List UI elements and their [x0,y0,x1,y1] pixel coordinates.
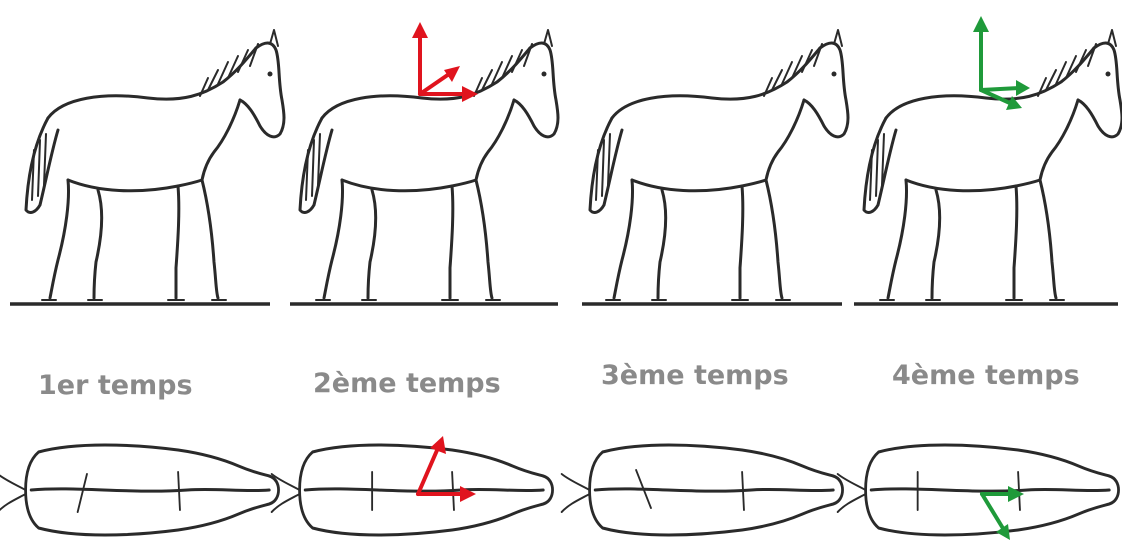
caption-phase-2: 2ème temps [313,364,501,404]
force-arrows-phase-2-side [412,22,478,102]
caption-phase-1: 1er temps [38,366,193,406]
horse-side-phase-1 [26,30,284,300]
horse-side-phase-3 [590,30,848,300]
horse-top-phase-4 [838,445,1119,535]
horse-side-phase-4 [864,30,1122,300]
caption-phase-4: 4ème temps [892,356,1080,396]
caption-phase-3: 3ème temps [601,356,789,396]
horse-top-phase-2 [272,445,553,535]
horse-top-phase-3 [562,445,843,535]
horse-side-phase-2 [300,30,558,300]
force-arrows-phase-4-side [973,16,1030,110]
horse-top-phase-1 [0,445,279,535]
